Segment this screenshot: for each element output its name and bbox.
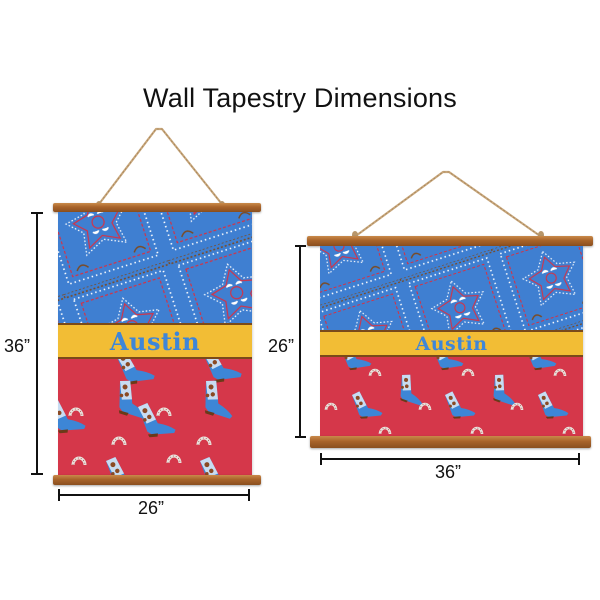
width-dimension-line (58, 494, 250, 496)
width-label: 36” (435, 462, 462, 482)
tapestry-fabric: Austin (320, 246, 583, 436)
bottom-dowel (310, 436, 591, 448)
height-dimension-line (299, 245, 301, 438)
dimension-tick (295, 436, 306, 438)
bandana-pattern-icon (320, 246, 583, 332)
cowboy-boot-horseshoe-pattern-icon (58, 359, 243, 475)
dimension-tick (31, 473, 43, 475)
hanging-rope-icon (95, 127, 226, 209)
bottom-dowel (53, 475, 261, 485)
top-dowel (307, 236, 593, 246)
tapestry-fabric: Austin (58, 212, 252, 475)
page-title: Wall Tapestry Dimensions (143, 83, 457, 113)
boot-pattern (58, 359, 252, 475)
height-label: 36” (4, 334, 31, 359)
dimension-tick (31, 212, 43, 214)
personalized-name: Austin (109, 326, 201, 356)
boot-pattern (320, 357, 583, 436)
name-band: Austin (320, 330, 583, 357)
dimension-tick (295, 245, 306, 247)
personalized-name: Austin (415, 332, 488, 355)
top-dowel (53, 203, 261, 212)
dimension-tick (320, 453, 322, 465)
cowboy-boot-horseshoe-pattern-icon (324, 357, 576, 436)
width-label: 26” (138, 498, 165, 518)
dimension-tick (248, 489, 250, 501)
dimension-tick (578, 453, 580, 465)
width-dimension-line (320, 458, 580, 460)
dimension-tick (58, 489, 60, 501)
bandana-pattern (320, 246, 583, 332)
bandana-pattern-icon (58, 212, 252, 324)
name-band: Austin (58, 323, 252, 359)
bandana-pattern (58, 212, 252, 324)
hanging-rope-icon (352, 170, 544, 239)
height-label: 26” (268, 334, 295, 359)
height-dimension-line (36, 212, 38, 475)
